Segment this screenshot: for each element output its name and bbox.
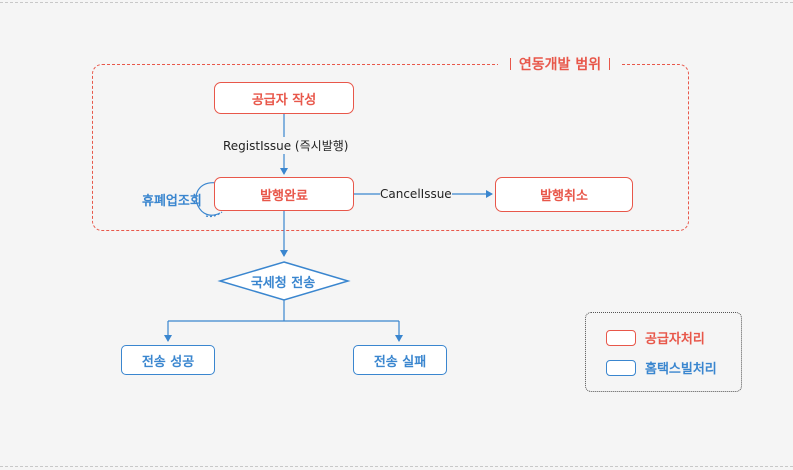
legend-swatch-hometax xyxy=(606,359,636,376)
scope-title-left-bar xyxy=(509,58,511,70)
edge-loop-arc xyxy=(195,182,223,216)
node-supplier-write-label: 공급자 작성 xyxy=(251,92,317,108)
loop-label-closure-check: 휴폐업조회 xyxy=(142,194,202,209)
scope-title-text: 연동개발 범위 xyxy=(518,57,602,73)
legend: 공급자처리 홈택스빌처리 xyxy=(585,312,742,392)
node-issued-label: 발행완료 xyxy=(260,188,308,204)
legend-item-hometax: 홈택스빌처리 xyxy=(606,358,717,377)
scope-title-right-bar xyxy=(609,58,611,70)
legend-label-hometax: 홈택스빌처리 xyxy=(645,362,717,377)
legend-item-supplier: 공급자처리 xyxy=(606,328,705,347)
node-send-success-label: 전송 성공 xyxy=(141,354,195,370)
edge-loop-arc-dotted xyxy=(205,211,223,218)
integration-scope-boundary xyxy=(92,64,689,231)
node-send-fail-label: 전송 실패 xyxy=(373,354,427,370)
node-send-success: 전송 성공 xyxy=(121,345,215,375)
node-cancel-label: 발행취소 xyxy=(540,189,588,204)
frame-top-border xyxy=(0,2,793,3)
edge-label-cancel: CancelIssue xyxy=(380,187,452,201)
node-issued: 발행완료 xyxy=(214,177,354,211)
node-send-fail: 전송 실패 xyxy=(353,345,447,375)
legend-label-supplier: 공급자처리 xyxy=(645,332,705,347)
node-supplier-write: 공급자 작성 xyxy=(214,82,354,114)
legend-swatch-supplier xyxy=(606,329,636,346)
scope-title: 연동개발 범위 xyxy=(498,53,622,75)
node-cancel: 발행취소 xyxy=(495,177,633,212)
frame-bottom-border xyxy=(0,466,793,467)
node-nts-label: 국세청 전송 xyxy=(250,275,316,291)
edge-label-regist: RegistIssue (즉시발행) xyxy=(223,137,349,154)
